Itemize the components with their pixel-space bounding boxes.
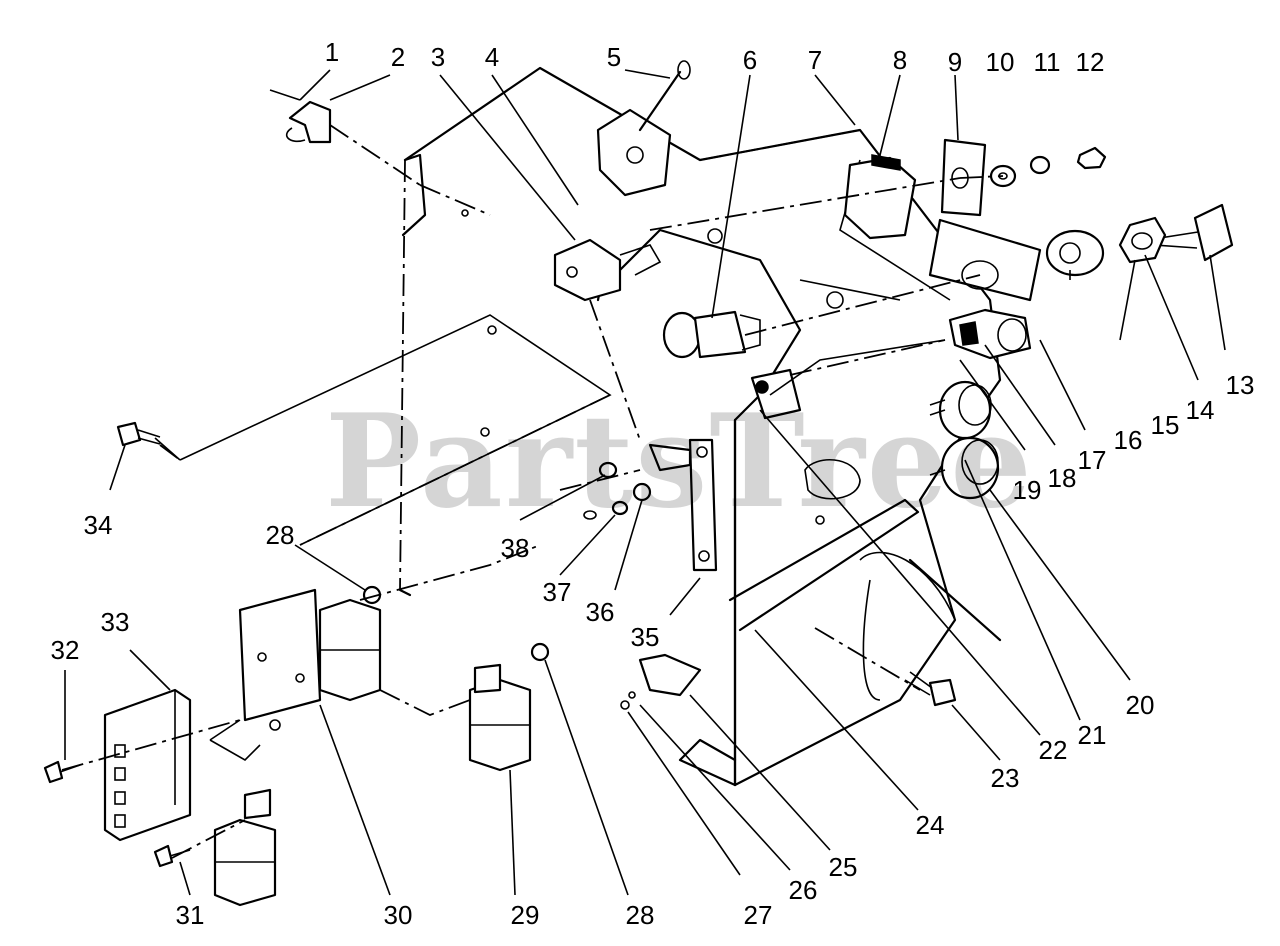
callout-6: 6 — [742, 45, 758, 75]
ignition-switch-17-19 — [948, 308, 1032, 360]
callout-38: 38 — [500, 533, 530, 563]
callout-22: 22 — [1038, 735, 1068, 765]
callout-3: 3 — [430, 42, 446, 72]
callout-33: 33 — [100, 607, 130, 637]
callout-13: 13 — [1225, 370, 1255, 400]
leader-lines — [64, 69, 1226, 896]
screws — [43, 585, 550, 868]
callout-35: 35 — [630, 622, 660, 652]
callout-20: 20 — [1125, 690, 1155, 720]
callout-10: 10 — [985, 47, 1015, 77]
callout-30: 30 — [383, 900, 413, 930]
callout-12: 12 — [1075, 47, 1105, 77]
callout-5: 5 — [606, 42, 622, 72]
ignition-part-6 — [662, 310, 761, 359]
fuse-block-33 — [103, 688, 192, 842]
callout-24: 24 — [915, 810, 945, 840]
watermark: PartsTree — [325, 387, 1034, 537]
relay-29 — [468, 663, 532, 772]
callout-14: 14 — [1185, 395, 1215, 425]
callout-8: 8 — [892, 45, 908, 75]
relay-31 — [213, 788, 277, 907]
bolt-23 — [904, 671, 957, 707]
callout-11: 11 — [1033, 47, 1061, 77]
clips-25-27 — [620, 653, 702, 710]
switch-part-3 — [553, 238, 662, 302]
callout-21: 21 — [1077, 720, 1107, 750]
callout-7: 7 — [807, 45, 823, 75]
clip-part-2 — [269, 89, 332, 144]
rocker-part-8 — [843, 154, 917, 240]
callout-36: 36 — [585, 597, 615, 627]
bracket-35 — [648, 438, 718, 572]
connector-22 — [750, 339, 946, 420]
callout-28-top: 28 — [265, 520, 295, 550]
callout-19: 19 — [1012, 475, 1042, 505]
callout-18: 18 — [1047, 463, 1077, 493]
bolt-34 — [116, 421, 161, 447]
relay-30 — [209, 588, 382, 761]
callout-15: 15 — [1150, 410, 1180, 440]
callout-37: 37 — [542, 577, 572, 607]
callout-2: 2 — [390, 42, 406, 72]
nuts-36-38 — [583, 461, 652, 520]
callout-27: 27 — [743, 900, 773, 930]
callout-4: 4 — [484, 42, 500, 72]
washers-nuts-10-12 — [989, 146, 1107, 188]
callout-1: 1 — [324, 37, 340, 67]
callout-29: 29 — [510, 900, 540, 930]
callout-16: 16 — [1113, 425, 1143, 455]
key-assembly-13-16 — [1045, 203, 1234, 277]
callout-31: 31 — [175, 900, 205, 930]
bezel-part-9 — [928, 138, 1042, 302]
callout-9: 9 — [947, 47, 963, 77]
callout-32: 32 — [50, 635, 80, 665]
lever-part-5 — [596, 60, 691, 197]
callout-23: 23 — [990, 763, 1020, 793]
callout-28-bottom: 28 — [625, 900, 655, 930]
callout-26: 26 — [788, 875, 818, 905]
callout-34: 34 — [83, 510, 113, 540]
callout-25: 25 — [828, 852, 858, 882]
gauges-20-21 — [929, 380, 1000, 500]
callout-17: 17 — [1077, 445, 1107, 475]
assembly-lines — [61, 124, 1004, 859]
